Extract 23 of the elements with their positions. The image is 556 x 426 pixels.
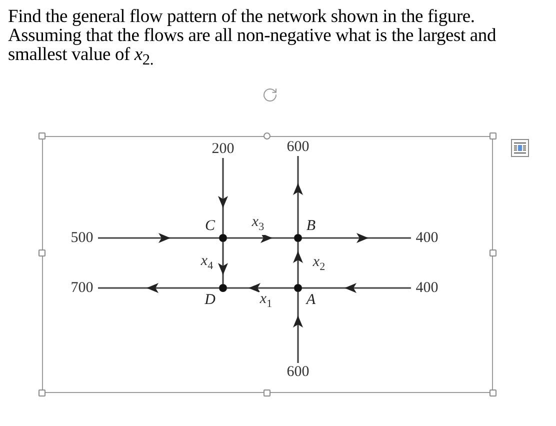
flow-arrow — [227, 233, 294, 243]
flow-value: 400 — [416, 279, 438, 297]
flow-arrow — [293, 292, 303, 363]
flow-arrow — [293, 156, 303, 234]
flow-value: 600 — [286, 138, 310, 156]
flow-value: 700 — [70, 279, 94, 297]
flow-value: 600 — [286, 363, 310, 381]
junction-label: C — [205, 218, 215, 234]
junction-label: D — [204, 292, 216, 308]
flow-value: 200 — [212, 140, 234, 158]
flow-arrow — [293, 242, 303, 284]
flow-arrow — [302, 233, 411, 243]
flow-arrow — [218, 242, 228, 284]
flow-arrow — [98, 283, 219, 293]
flow-arrow — [218, 158, 228, 234]
question-text: Find the general flow pattern of the network shown in the figure. Assuming that the flows are all non-negative what is the largest and smallest value of x$_{2.}$ — [8, 8, 498, 70]
flow-value: 500 — [70, 229, 94, 247]
flow-arrow — [302, 283, 411, 293]
flow-value: 400 — [416, 229, 438, 247]
flow-arrow — [98, 233, 219, 243]
flow-arrow — [227, 283, 294, 293]
junction-label: A — [306, 292, 316, 308]
junction-label: B — [306, 218, 316, 234]
